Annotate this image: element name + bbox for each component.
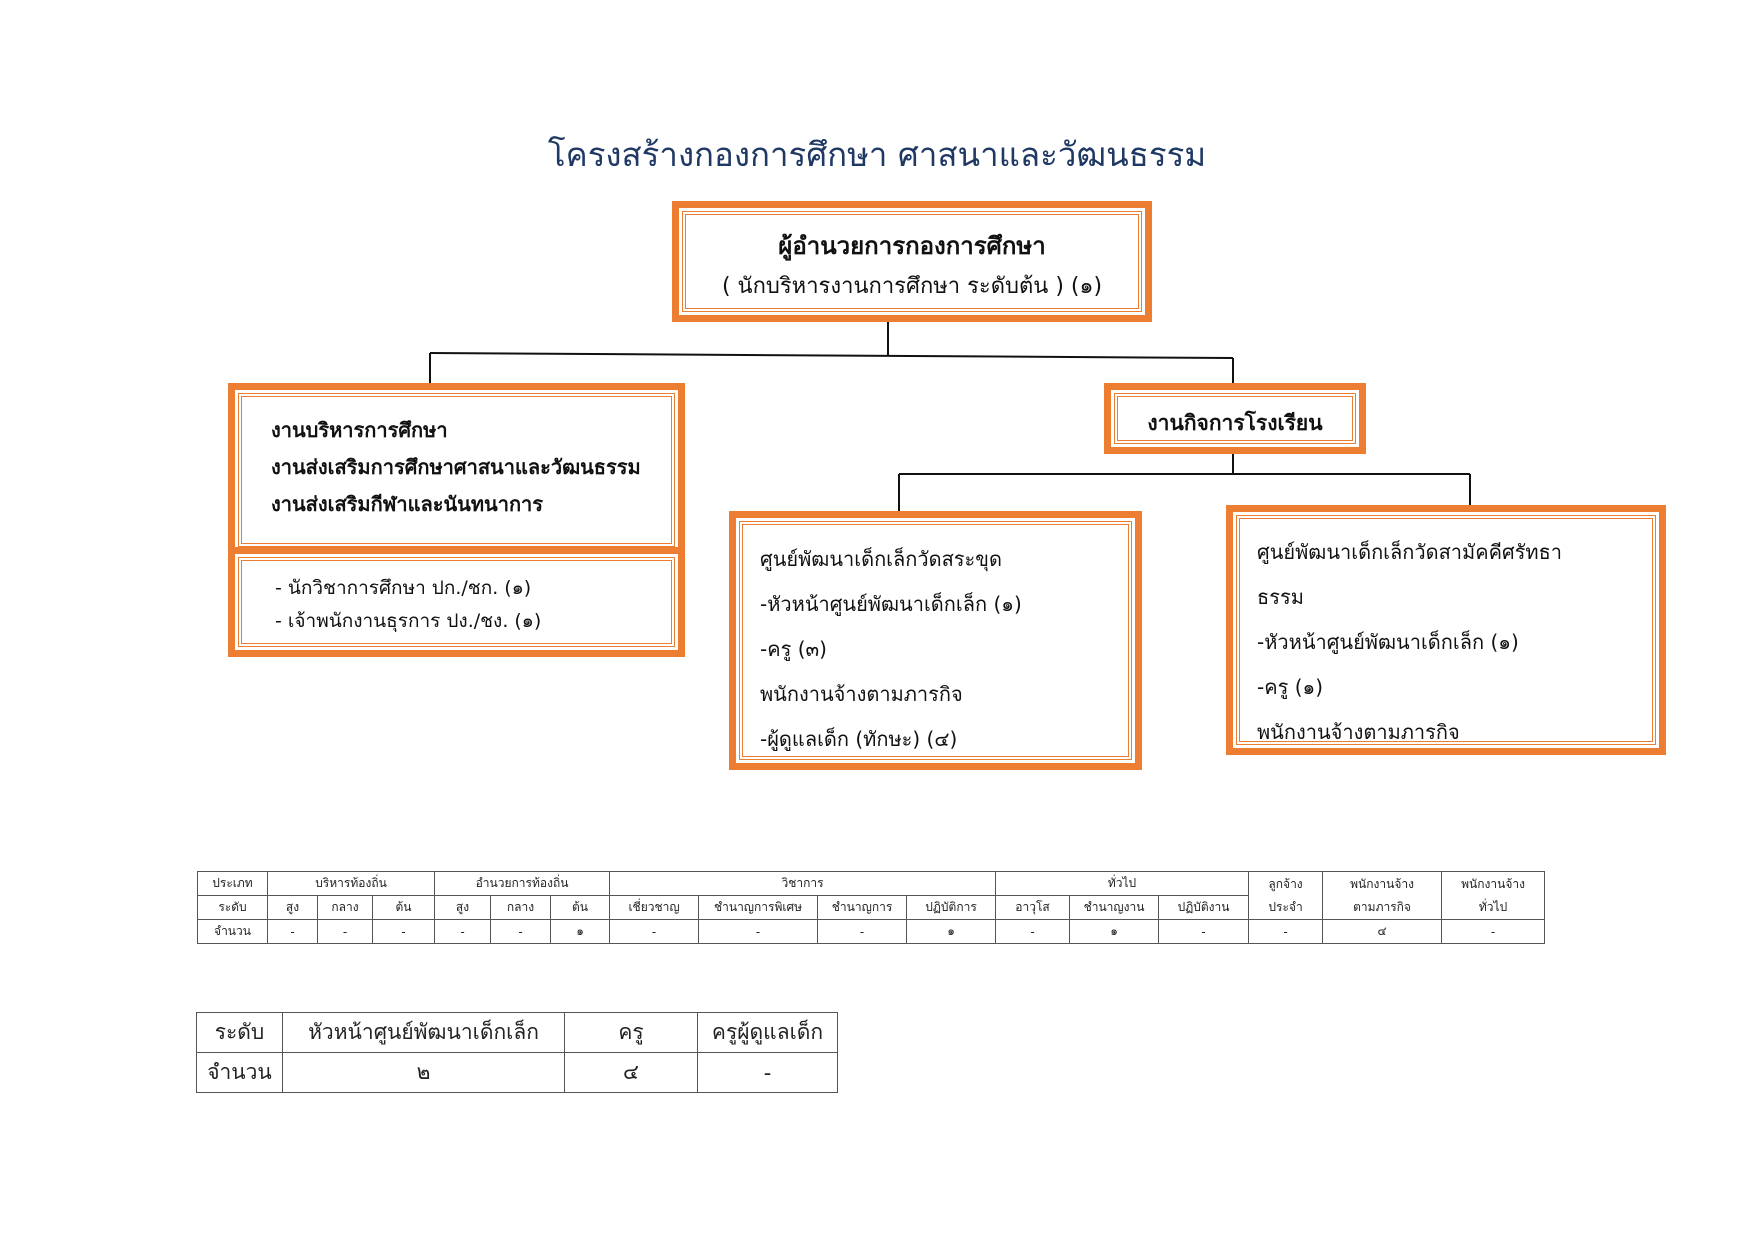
staff-position-table: ประเภท บริหารท้องถิ่น อำนวยการท้องถิ่น ว… bbox=[197, 871, 1546, 944]
center-a-line: -ครู (๓) bbox=[760, 637, 827, 661]
center-a-line: ศูนย์พัฒนาเด็กเล็กวัดสระขุด bbox=[760, 547, 1002, 571]
left-unit-box: งานบริหารการศึกษา งานส่งเสริมการศึกษาศาส… bbox=[228, 383, 685, 657]
count-cell: - bbox=[1441, 919, 1546, 944]
header-cell: พนักงานจ้าง ตามภารกิจ bbox=[1322, 871, 1443, 920]
school-affairs-title: งานกิจการโรงเรียน bbox=[1147, 411, 1323, 435]
center-a-line: -ผู้ดูแลเด็ก (ทักษะ) (๔) bbox=[760, 727, 958, 751]
header-cell: บริหารท้องถิ่น bbox=[267, 871, 435, 896]
count-cell: - bbox=[995, 919, 1071, 944]
director-box: ผู้อำนวยการกองการศึกษา ( นักบริหารงานการ… bbox=[672, 201, 1152, 322]
count-cell: - bbox=[817, 919, 908, 944]
header-cell: หัวหน้าศูนย์พัฒนาเด็กเล็ก bbox=[282, 1012, 565, 1053]
count-cell: - bbox=[434, 919, 491, 944]
header-cell: ครูผู้ดูแลเด็ก bbox=[697, 1012, 838, 1053]
header-cell: ประเภท bbox=[197, 871, 268, 896]
level-cell: ชำนาญการพิเศษ bbox=[698, 895, 819, 920]
director-subtitle: ( นักบริหารงานการศึกษา ระดับต้น ) (๑) bbox=[721, 274, 1103, 299]
level-cell: ปฏิบัติการ bbox=[906, 895, 997, 920]
count-cell: ๑ bbox=[1069, 919, 1160, 944]
left-unit-line: งานส่งเสริมการศึกษาศาสนาและวัฒนธรรม bbox=[271, 455, 641, 479]
level-cell: อาวุโส bbox=[995, 895, 1071, 920]
left-unit-staff: - นักวิชาการศึกษา ปก./ชก. (๑) bbox=[275, 577, 532, 599]
count-cell: - bbox=[1158, 919, 1250, 944]
header-cell: จำนวน bbox=[197, 919, 268, 944]
table-row: ระดับ สูง กลาง ต้น สูง กลาง ต้น เชี่ยวชา… bbox=[197, 895, 1545, 920]
header-cell: ครู bbox=[564, 1012, 698, 1053]
count-cell: - bbox=[609, 919, 700, 944]
child-center-staff-table: ระดับ หัวหน้าศูนย์พัฒนาเด็กเล็ก ครู ครูผ… bbox=[196, 1012, 838, 1093]
level-cell: ปฏิบัติงาน bbox=[1158, 895, 1250, 920]
header-cell: ทั่วไป bbox=[995, 871, 1250, 896]
level-cell: สูง bbox=[267, 895, 318, 920]
center-b-line: -หัวหน้าศูนย์พัฒนาเด็กเล็ก (๑) bbox=[1257, 630, 1519, 654]
count-cell: - bbox=[698, 919, 819, 944]
center-b-line: ศูนย์พัฒนาเด็กเล็กวัดสามัคคีศรัทธา bbox=[1257, 540, 1563, 564]
header-cell: ระดับ bbox=[197, 895, 268, 920]
count-cell: - bbox=[267, 919, 318, 944]
left-unit-staff: - เจ้าพนักงานธุรการ ปง./ชง. (๑) bbox=[275, 610, 542, 632]
header-cell: ระดับ bbox=[196, 1012, 283, 1053]
table-row: ระดับ หัวหน้าศูนย์พัฒนาเด็กเล็ก ครู ครูผ… bbox=[196, 1012, 838, 1053]
level-cell: ต้น bbox=[372, 895, 435, 920]
count-cell: - bbox=[317, 919, 373, 944]
page-title: โครงสร้างกองการศึกษา ศาสนาและวัฒนธรรม bbox=[547, 135, 1207, 174]
count-cell: ๑ bbox=[549, 919, 611, 944]
count-cell: ๔ bbox=[1322, 919, 1443, 944]
count-label-cell: จำนวน bbox=[196, 1052, 283, 1093]
center-b-line: พนักงานจ้างตามภารกิจ bbox=[1257, 720, 1460, 744]
center-a-line: -หัวหน้าศูนย์พัฒนาเด็กเล็ก (๑) bbox=[760, 592, 1022, 616]
table-row: จำนวน ๒ ๔ - bbox=[196, 1052, 838, 1093]
level-cell: เชี่ยวชาญ bbox=[609, 895, 700, 920]
center-a-line: พนักงานจ้างตามภารกิจ bbox=[760, 682, 963, 706]
child-center-a-box: ศูนย์พัฒนาเด็กเล็กวัดสระขุด -หัวหน้าศูนย… bbox=[729, 511, 1142, 770]
header-cell: อำนวยการท้องถิ่น bbox=[433, 871, 611, 896]
count-cell: - bbox=[372, 919, 435, 944]
level-cell: ชำนาญงาน bbox=[1069, 895, 1160, 920]
header-cell: วิชาการ bbox=[609, 871, 997, 896]
connector-horizontal-top bbox=[429, 352, 1234, 359]
director-title: ผู้อำนวยการกองการศึกษา bbox=[778, 232, 1046, 260]
header-cell: ลูกจ้าง ประจำ bbox=[1248, 871, 1324, 920]
left-unit-line: งานบริหารการศึกษา bbox=[271, 418, 448, 442]
count-cell: ๑ bbox=[906, 919, 997, 944]
count-cell: ๒ bbox=[282, 1052, 565, 1093]
level-cell: ต้น bbox=[549, 895, 611, 920]
left-unit-line: งานส่งเสริมกีฬาและนันทนาการ bbox=[271, 492, 544, 516]
count-cell: ๔ bbox=[564, 1052, 698, 1093]
child-center-b-box: ศูนย์พัฒนาเด็กเล็กวัดสามัคคีศรัทธา ธรรม … bbox=[1226, 505, 1666, 755]
count-cell: - bbox=[697, 1052, 838, 1093]
table-row: จำนวน - - - - - ๑ - - - ๑ - ๑ - - ๔ - bbox=[197, 919, 1546, 944]
level-cell: กลาง bbox=[317, 895, 373, 920]
center-b-line: -ครู (๑) bbox=[1257, 675, 1323, 699]
count-cell: - bbox=[490, 919, 551, 944]
count-cell: - bbox=[1248, 919, 1324, 944]
header-cell: พนักงานจ้าง ทั่วไป bbox=[1441, 871, 1546, 920]
school-affairs-box: งานกิจการโรงเรียน bbox=[1104, 383, 1366, 454]
level-cell: สูง bbox=[434, 895, 491, 920]
center-b-line: ธรรม bbox=[1257, 585, 1304, 609]
level-cell: ชำนาญการ bbox=[817, 895, 908, 920]
level-cell: กลาง bbox=[490, 895, 551, 920]
table-row: ประเภท บริหารท้องถิ่น อำนวยการท้องถิ่น ว… bbox=[197, 871, 1546, 920]
